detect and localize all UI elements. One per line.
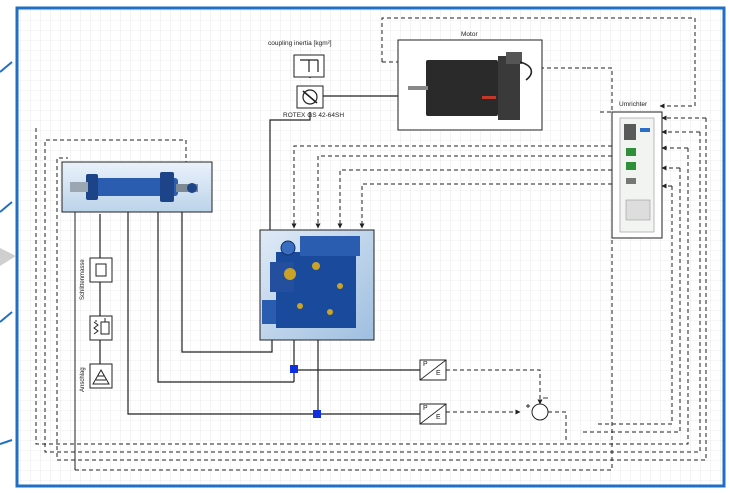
mass-icon[interactable] [89,257,113,283]
left-edge-fragments [0,61,13,445]
end-stop-icon[interactable] [89,363,113,389]
pe-bottom-p-label: P [423,405,428,412]
schlittenmasse-label: Schlittenmasse [80,259,86,300]
coupling-inertia-label: coupling inertia [kgm²] [268,40,332,47]
umrichter-label: Umrichter [619,101,648,108]
junction-node [313,410,321,418]
pe-top-p-label: P [423,361,428,368]
signal-lines [35,17,707,471]
junction-node [290,365,298,373]
summing-junction-icon[interactable] [526,397,549,421]
motor-box[interactable] [397,39,543,131]
motor-label: Motor [461,31,478,38]
anschlag-label: Anschlag [80,367,86,392]
coupling-inertia-icon[interactable] [293,54,325,78]
rotex-label: ROTEX GS 42-64SH [283,112,345,119]
pe-top-e-label: E [436,370,441,377]
hydraulic-cylinder-box[interactable] [61,161,213,213]
spring-damper-icon[interactable] [89,315,113,341]
pressure-sensor-bottom[interactable] [419,403,447,425]
converter-box[interactable] [611,111,663,239]
pe-bottom-e-label: E [436,414,441,421]
coupling-icon[interactable] [296,85,324,109]
valve-block-box[interactable] [259,229,375,341]
pressure-sensor-top[interactable] [419,359,447,381]
